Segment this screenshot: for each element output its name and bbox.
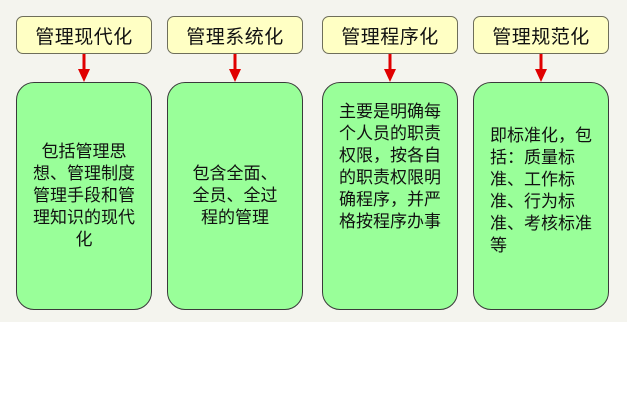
column-standardization: 管理规范化 即标准化，包括：质量标准、工作标准、行为标准、考核标准等 (471, 0, 611, 322)
diagram-canvas: 管理现代化 包括管理思想、管理制度管理手段和管理知识的现代化 管理系统化 包含全… (0, 0, 627, 322)
column-modernization: 管理现代化 包括管理思想、管理制度管理手段和管理知识的现代化 (14, 0, 154, 322)
header-label: 管理系统化 (186, 25, 284, 48)
body-box-systematization: 包含全面、全员、全过程的管理 (167, 82, 303, 310)
column-systematization: 管理系统化 包含全面、全员、全过程的管理 (165, 0, 305, 322)
down-arrow-icon (535, 54, 547, 82)
down-arrow-icon (384, 54, 396, 82)
header-box-standardization: 管理规范化 (473, 16, 609, 54)
column-proceduralization: 管理程序化 主要是明确每个人员的职责权限，按各自的职责权限明确程序，并严格按程序… (320, 0, 460, 322)
down-arrow-icon (229, 54, 241, 82)
down-arrow-icon (78, 54, 90, 82)
body-text: 主要是明确每个人员的职责权限，按各自的职责权限明确程序，并严格按程序办事 (339, 102, 441, 232)
header-label: 管理规范化 (492, 25, 590, 48)
body-text: 包括管理思想、管理制度管理手段和管理知识的现代化 (33, 142, 135, 250)
body-box-proceduralization: 主要是明确每个人员的职责权限，按各自的职责权限明确程序，并严格按程序办事 (322, 82, 458, 310)
header-label: 管理现代化 (35, 25, 133, 48)
header-label: 管理程序化 (341, 25, 439, 48)
body-box-standardization: 即标准化，包括：质量标准、工作标准、行为标准、考核标准等 (473, 82, 609, 310)
header-box-systematization: 管理系统化 (167, 16, 303, 54)
body-text: 即标准化，包括：质量标准、工作标准、行为标准、考核标准等 (490, 126, 592, 256)
header-box-proceduralization: 管理程序化 (322, 16, 458, 54)
body-box-modernization: 包括管理思想、管理制度管理手段和管理知识的现代化 (16, 82, 152, 310)
body-text: 包含全面、全员、全过程的管理 (192, 164, 278, 228)
header-box-modernization: 管理现代化 (16, 16, 152, 54)
